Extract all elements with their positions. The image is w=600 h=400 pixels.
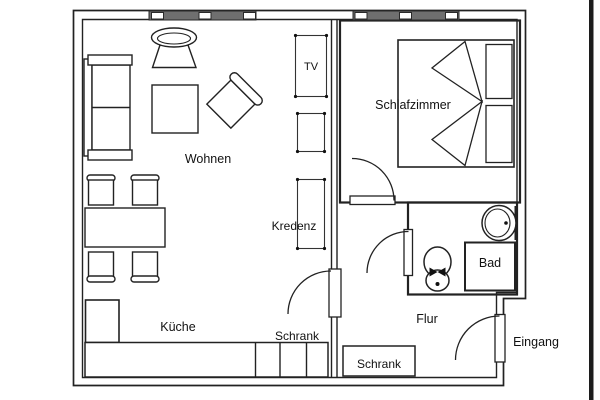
toilet-flush-right [437,267,446,277]
bedroom-window [352,10,460,21]
room-label-schlafzimmer: Schlafzimmer [375,98,451,112]
bathroom-door-leaf [403,228,414,277]
living-hall-door-leaf [328,268,342,318]
bed-pillow [485,104,513,164]
wall-units [293,33,329,251]
window-pane [151,12,164,20]
entrance-door-swing-arc [454,315,500,361]
bathroom-door-swing-arc [366,230,409,274]
room-label-kueche: Küche [160,320,195,334]
sofa-backrest [83,58,93,157]
doors [287,157,506,363]
dining-chair [130,174,160,206]
sofa [83,54,133,161]
sofa-armrest-top [87,54,133,66]
hall-wardrobe [342,345,416,377]
label-schrank-kueche: Schrank [275,329,320,343]
kitchen-counter [84,341,329,378]
chair-back [86,275,116,283]
window-pane [399,12,412,20]
label-schrank-flur: Schrank [357,357,402,371]
room-labels: Wohnen Schlafzimmer Küche Flur Bad Einga… [160,61,559,371]
lamp-shade-body [151,44,197,69]
bed-duvet-fold [430,99,484,167]
sink [481,204,517,242]
window-pane [445,12,458,20]
window-pane [243,12,256,20]
chair-back [130,275,160,283]
sofa-armrest-bottom [87,149,133,161]
dining-set [84,174,166,283]
chair-seat [131,179,159,206]
bed-duvet-fold [430,40,484,104]
toilet-flush-left [429,267,438,277]
chair-seat [87,179,115,206]
room-label-flur: Flur [416,312,438,326]
armchair-seat [205,79,256,130]
toilet-base [425,269,450,292]
dining-chair [130,251,160,283]
window-pane [354,12,368,20]
image-border-right [589,0,594,400]
chair-seat [87,251,115,278]
shelf-unit [296,112,326,153]
room-label-bad: Bad [479,256,501,270]
bathroom-fixtures [423,204,517,292]
double-bed [397,39,515,168]
windows [148,10,460,21]
kitchen [84,299,329,378]
sink-basin-inner [484,208,511,238]
bed-pillow [485,43,513,100]
divider-wall [330,19,338,378]
toilet-drain [435,282,440,286]
credenza [296,178,326,250]
dining-chair [86,174,116,206]
sink-basin [481,204,517,242]
entrance-door-leaf [494,313,506,363]
room-label-eingang: Eingang [513,335,559,349]
bedroom-door-swing-arc [351,157,395,201]
chair-seat [131,251,159,278]
tv-stand [294,34,328,98]
sink-drain [504,221,508,225]
corner-dots [293,33,329,251]
lamp-shade-inner-rim [156,32,192,45]
room-label-wohnen: Wohnen [185,152,231,166]
floor-lamp [150,27,198,69]
living-hall-door-swing-arc [287,270,332,315]
dining-table [84,207,166,248]
kitchen-appliance [84,299,120,344]
wall-outer-line [72,9,527,387]
dining-chair [86,251,116,283]
shower-tray [464,241,516,292]
window-pane [198,12,212,20]
living-room-window [148,10,257,21]
label-tv: TV [304,61,319,73]
label-kredenz: Kredenz [272,219,317,233]
bedroom-door-leaf [349,195,396,206]
toilet [423,246,452,292]
armchair [205,72,263,130]
coffee-table [151,84,199,134]
